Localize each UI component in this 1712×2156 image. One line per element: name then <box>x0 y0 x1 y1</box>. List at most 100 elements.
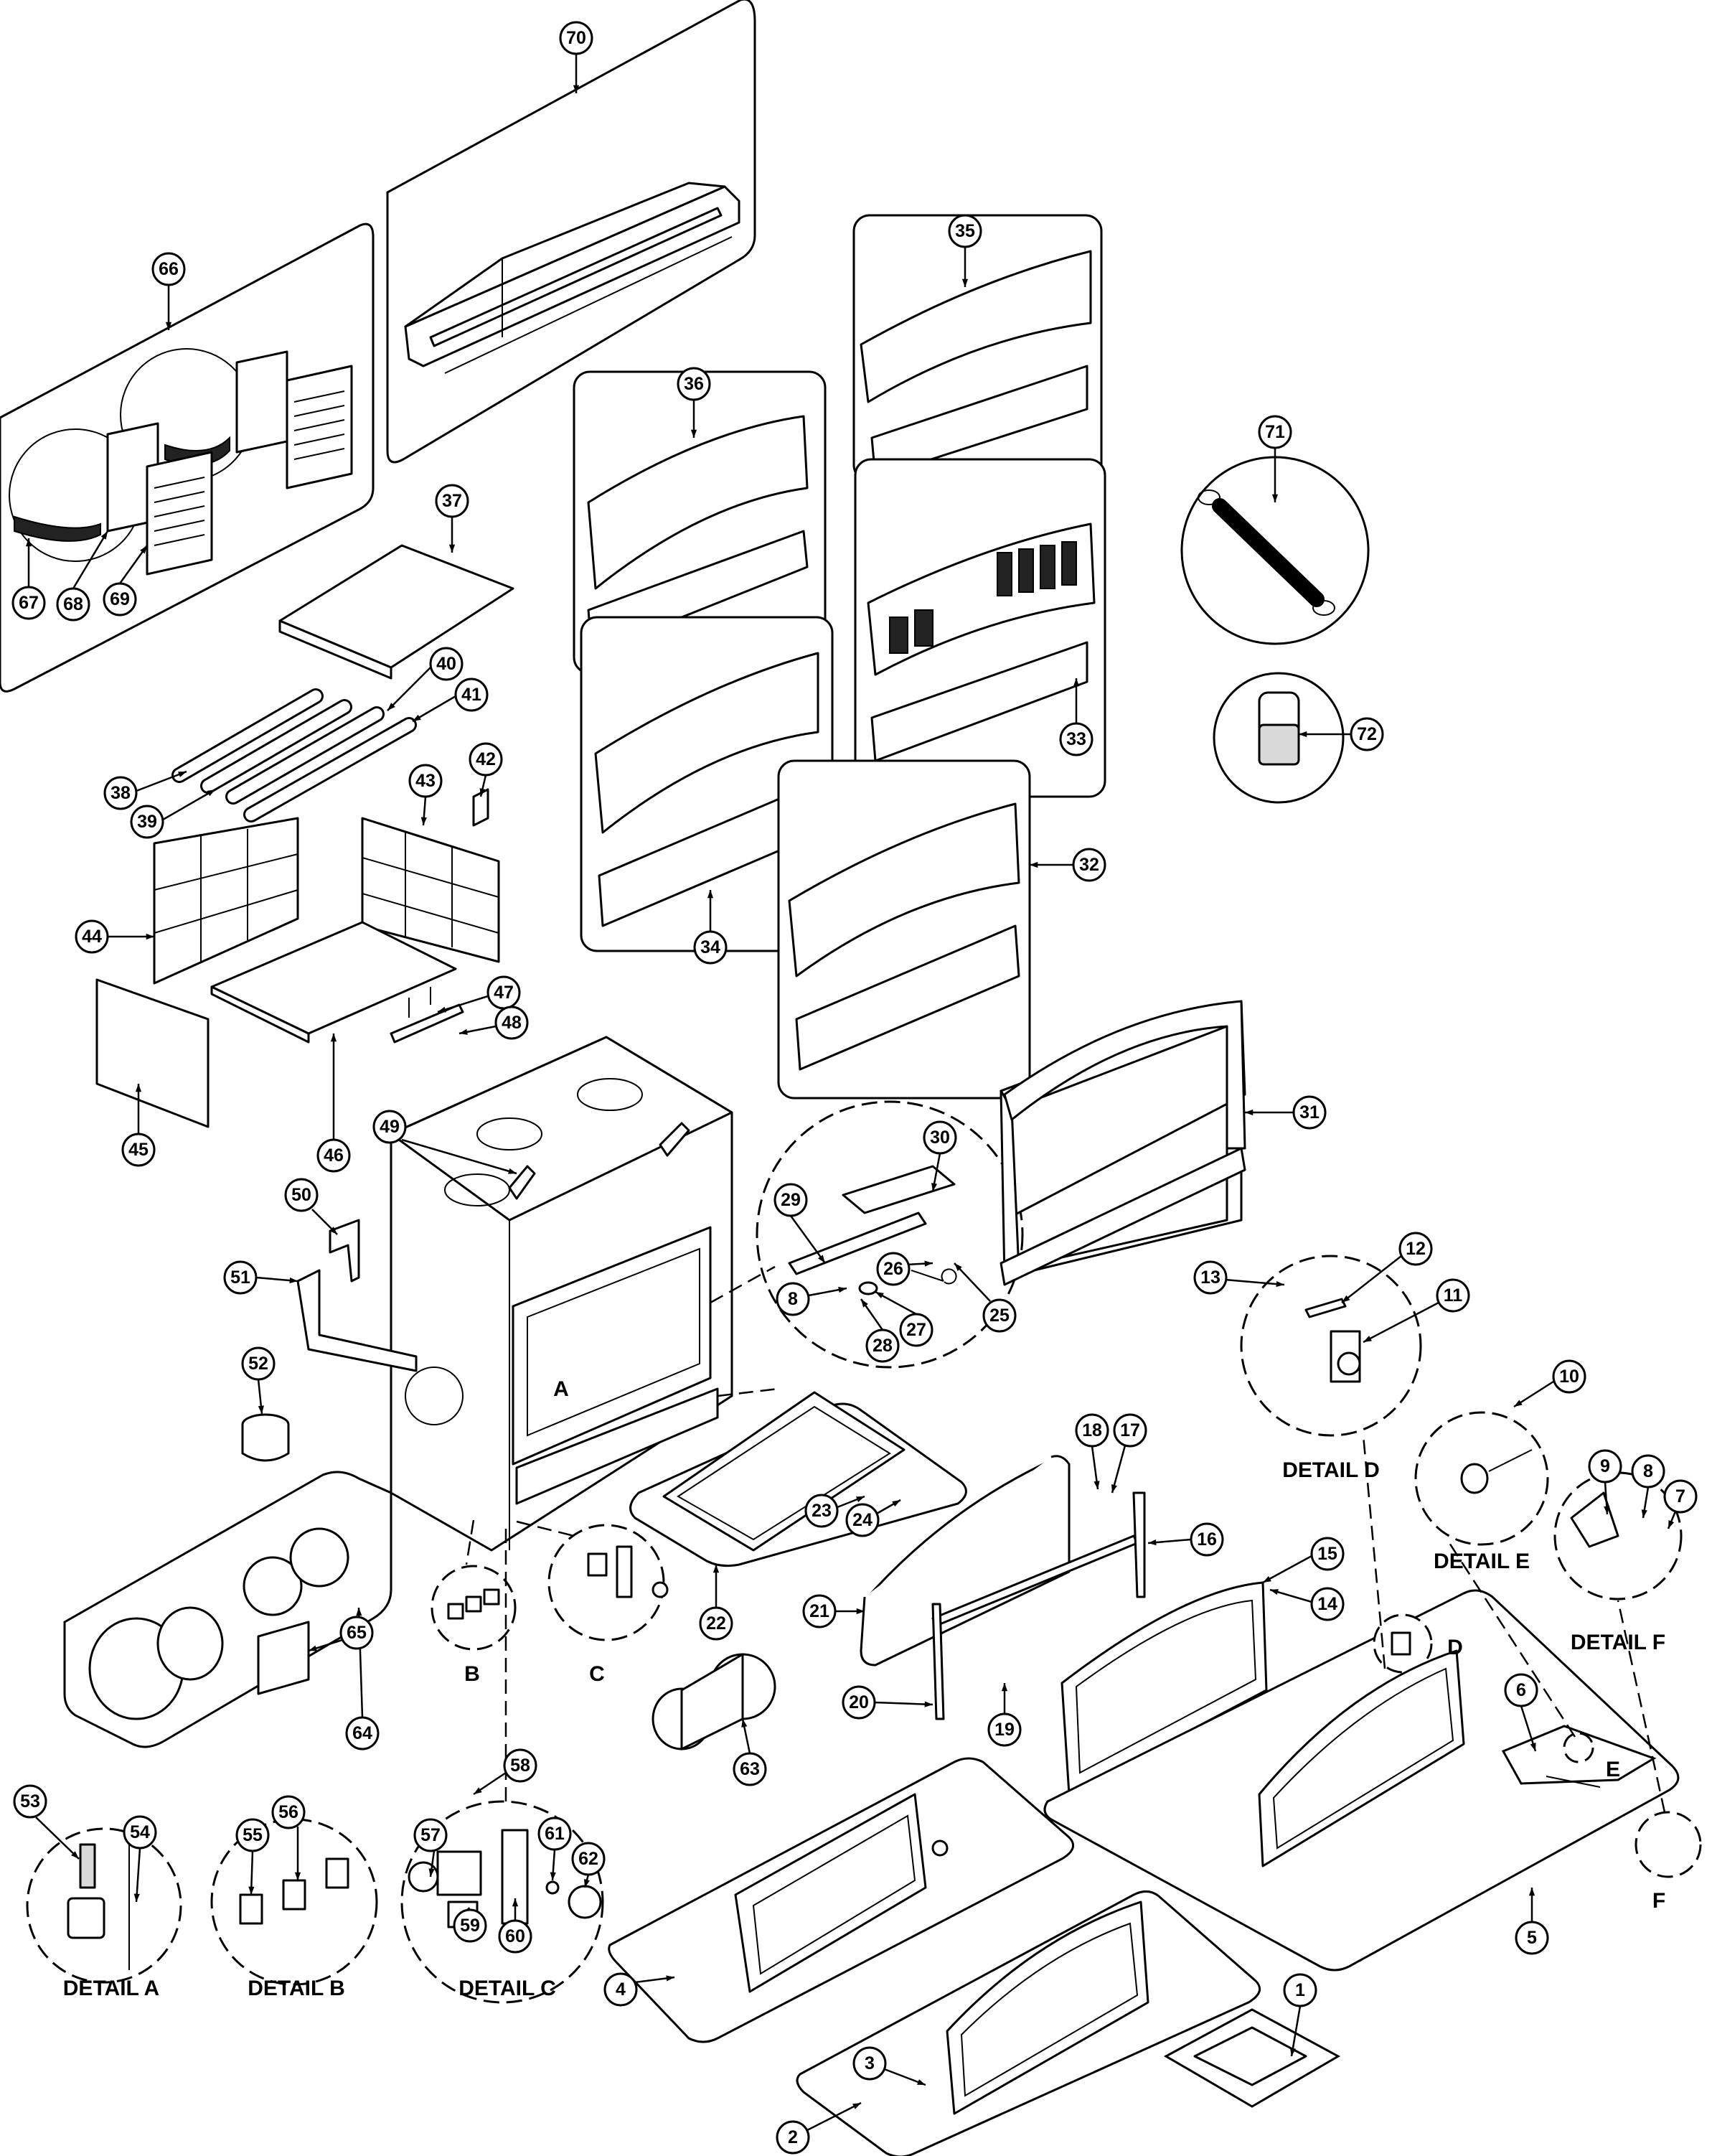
callout-38: 38 <box>103 776 138 810</box>
svg-text:4: 4 <box>616 1979 626 2000</box>
callout-64: 64 <box>345 1716 380 1750</box>
detail-f-title: DETAIL F <box>1571 1631 1665 1654</box>
callout-5: 5 <box>1515 1921 1549 1955</box>
part-71-spring <box>1180 456 1370 645</box>
svg-text:71: 71 <box>1265 422 1285 442</box>
svg-text:46: 46 <box>324 1145 344 1166</box>
svg-text:69: 69 <box>110 589 130 609</box>
part-50-bracket <box>329 1219 360 1283</box>
callout-20: 20 <box>842 1685 876 1720</box>
callout-54: 54 <box>123 1815 157 1850</box>
callout-40: 40 <box>429 647 464 681</box>
svg-text:42: 42 <box>476 749 496 769</box>
svg-text:24: 24 <box>852 1510 873 1530</box>
svg-text:35: 35 <box>955 221 975 241</box>
callout-60: 60 <box>498 1919 532 1954</box>
svg-text:72: 72 <box>1357 724 1377 744</box>
door-glass-14 <box>1060 1581 1268 1796</box>
detail-d-title: DETAIL D <box>1282 1458 1380 1482</box>
svg-text:64: 64 <box>352 1723 372 1743</box>
callout-58: 58 <box>503 1748 537 1783</box>
svg-text:39: 39 <box>137 812 157 832</box>
part-43-brick-panel <box>361 817 500 963</box>
svg-text:51: 51 <box>230 1267 250 1288</box>
svg-text:61: 61 <box>545 1824 565 1844</box>
detail-b-small <box>431 1565 517 1651</box>
svg-text:27: 27 <box>906 1320 926 1340</box>
panel-70-duct <box>386 0 756 464</box>
detail-a-circle <box>26 1827 182 1984</box>
callout-28: 28 <box>865 1328 900 1363</box>
detail-b-circle <box>210 1818 378 1986</box>
svg-text:58: 58 <box>510 1756 530 1776</box>
svg-text:3: 3 <box>865 2053 875 2073</box>
callout-48: 48 <box>494 1006 529 1040</box>
panel-22-tray <box>629 1391 967 1567</box>
callout-43: 43 <box>408 764 443 798</box>
svg-text:31: 31 <box>1299 1102 1320 1122</box>
svg-text:63: 63 <box>740 1759 760 1779</box>
svg-text:66: 66 <box>159 259 179 279</box>
callout-39: 39 <box>130 805 164 839</box>
svg-text:57: 57 <box>420 1825 441 1845</box>
callout-55: 55 <box>235 1818 270 1852</box>
parts-38-41-tubes <box>171 688 417 822</box>
callout-31: 31 <box>1292 1095 1327 1130</box>
callout-44: 44 <box>75 919 109 954</box>
callout-11: 11 <box>1436 1278 1470 1313</box>
callout-18: 18 <box>1075 1413 1109 1448</box>
svg-text:11: 11 <box>1444 1285 1463 1306</box>
svg-text:22: 22 <box>706 1613 726 1634</box>
callout-70: 70 <box>559 21 593 55</box>
svg-text:18: 18 <box>1082 1420 1102 1440</box>
parts-47-48-bracket <box>390 987 464 1044</box>
callout-65: 65 <box>339 1616 374 1650</box>
callout-22: 22 <box>699 1606 733 1641</box>
svg-text:16: 16 <box>1197 1529 1217 1550</box>
svg-text:54: 54 <box>130 1822 150 1842</box>
detail-c-small <box>547 1524 669 1641</box>
svg-text:70: 70 <box>566 28 586 48</box>
svg-text:6: 6 <box>1516 1680 1526 1700</box>
svg-text:33: 33 <box>1066 729 1086 749</box>
callout-68: 68 <box>56 587 90 622</box>
detail-b-title: DETAIL B <box>248 1977 345 2000</box>
letter-b: B <box>464 1662 480 1686</box>
callout-62: 62 <box>571 1842 606 1876</box>
detail-e-title: DETAIL E <box>1434 1550 1530 1573</box>
svg-text:36: 36 <box>684 374 704 394</box>
callout-41: 41 <box>454 678 489 712</box>
panel-4-door <box>608 1757 1075 2043</box>
letter-c: C <box>589 1662 605 1686</box>
callout-16: 16 <box>1190 1522 1224 1557</box>
callout-10: 10 <box>1552 1359 1586 1394</box>
panel-64-blower-kit <box>63 1471 392 1748</box>
svg-text:20: 20 <box>849 1692 869 1712</box>
callout-8-inset: 8 <box>776 1282 810 1316</box>
callout-26: 26 <box>876 1252 911 1286</box>
part-45-side-panel <box>95 978 210 1128</box>
svg-text:65: 65 <box>347 1623 367 1643</box>
letter-a: A <box>553 1377 569 1401</box>
svg-text:17: 17 <box>1120 1420 1140 1440</box>
callout-69: 69 <box>103 582 137 617</box>
callout-71: 71 <box>1258 415 1292 449</box>
svg-text:13: 13 <box>1200 1267 1220 1288</box>
part-31-frame <box>1000 1000 1246 1286</box>
svg-text:48: 48 <box>502 1013 522 1033</box>
svg-text:19: 19 <box>994 1720 1015 1740</box>
panel-35-louver <box>852 214 1103 482</box>
part-37-plate <box>278 544 514 680</box>
callout-27: 27 <box>899 1313 933 1347</box>
door-frame-21 <box>860 1455 1146 1720</box>
svg-text:37: 37 <box>442 491 462 511</box>
svg-text:5: 5 <box>1527 1928 1537 1948</box>
svg-text:55: 55 <box>243 1825 263 1845</box>
detail-f-circle <box>1553 1471 1683 1600</box>
svg-text:62: 62 <box>578 1849 598 1869</box>
callout-6: 6 <box>1504 1673 1538 1707</box>
svg-text:21: 21 <box>809 1601 829 1621</box>
svg-text:49: 49 <box>380 1117 400 1137</box>
callout-34: 34 <box>693 930 728 965</box>
svg-text:45: 45 <box>128 1140 149 1160</box>
